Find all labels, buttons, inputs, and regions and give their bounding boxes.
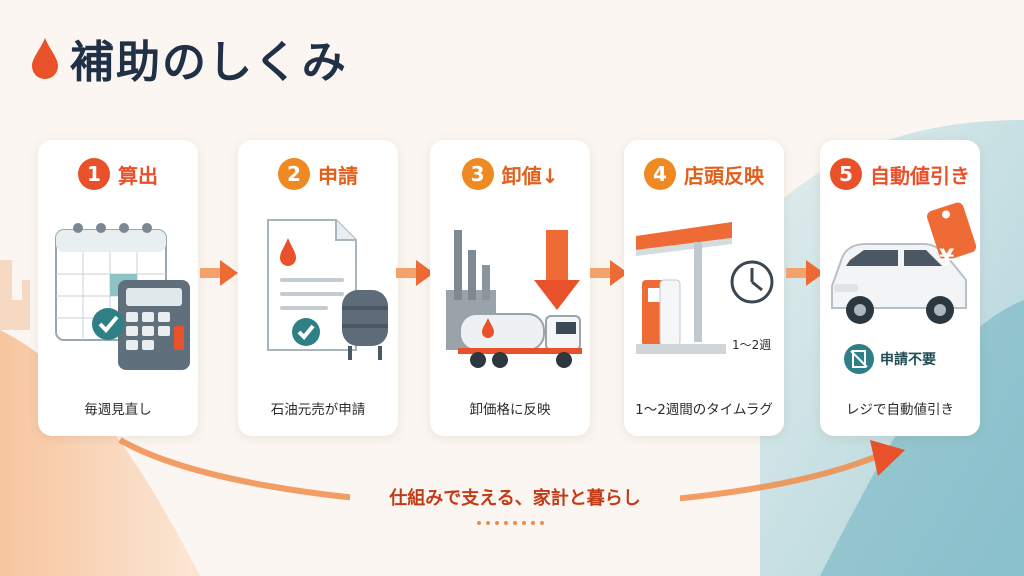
step-header: 4 店頭反映: [624, 158, 784, 190]
step-caption: 1〜2週間のタイムラグ: [635, 402, 773, 418]
document-tank-icon: [267, 219, 388, 360]
clock-label: 1〜2週: [732, 338, 772, 352]
gas-station-clock-icon: [636, 222, 774, 354]
step-card-store-reflection: 4 店頭反映 1〜2週 1〜2週間のタイムラグ: [624, 140, 784, 436]
no-application-badge: 申請不要: [844, 344, 936, 374]
car-price-tag-icon: [831, 202, 977, 324]
arrow-right-icon: [590, 260, 628, 286]
step-title: 卸値↓: [501, 163, 559, 188]
step-title: 申請: [318, 163, 358, 188]
step-number-badge: 4: [644, 158, 676, 190]
step-caption: 毎週見直し: [84, 402, 152, 418]
step-header: 2 申請: [238, 158, 398, 190]
step-title: 算出: [118, 163, 158, 188]
arrow-right-icon: [786, 260, 824, 286]
no-application-label: 申請不要: [880, 352, 936, 368]
step-title: 店頭反映: [684, 163, 764, 188]
arrow-right-icon: [200, 260, 238, 286]
oil-drop-icon: [32, 38, 58, 79]
step-number-badge: 5: [830, 158, 862, 190]
step-header: 3 卸値↓: [430, 158, 590, 190]
footer-slogan: 仕組みで支える、家計と暮らし: [350, 484, 680, 510]
step-number-badge: 1: [78, 158, 110, 190]
step-card-auto-discount: 5 自動値引き ¥ 申請不要 レジで自動値引き: [820, 140, 980, 436]
no-document-icon: [844, 344, 874, 374]
step-title: 自動値引き: [870, 163, 970, 188]
yen-icon: ¥: [939, 246, 955, 271]
calendar-calculator-icon: [55, 223, 190, 370]
step-caption: レジで自動値引き: [846, 402, 954, 418]
steps-row: 1 算出 毎週見直し: [38, 140, 1000, 438]
step-card-application: 2 申請 石油元売が申請: [238, 140, 398, 436]
step-header: 1 算出: [38, 158, 198, 190]
step-card-wholesale-price: 3 卸値↓ 卸価格に反映: [430, 140, 590, 436]
page-header: 補助のしくみ: [30, 26, 348, 90]
step-card-calculation: 1 算出 毎週見直し: [38, 140, 198, 436]
refinery-tanker-truck-icon: [446, 230, 582, 368]
step-caption: 卸価格に反映: [469, 402, 551, 418]
step-number-badge: 2: [278, 158, 310, 190]
page-title: 補助のしくみ: [70, 37, 348, 88]
step-caption: 石油元売が申請: [270, 402, 366, 418]
step-header: 5 自動値引き: [820, 158, 980, 190]
arrow-right-icon: [396, 260, 434, 286]
dotted-divider: [477, 521, 549, 525]
step-number-badge: 3: [461, 158, 494, 190]
